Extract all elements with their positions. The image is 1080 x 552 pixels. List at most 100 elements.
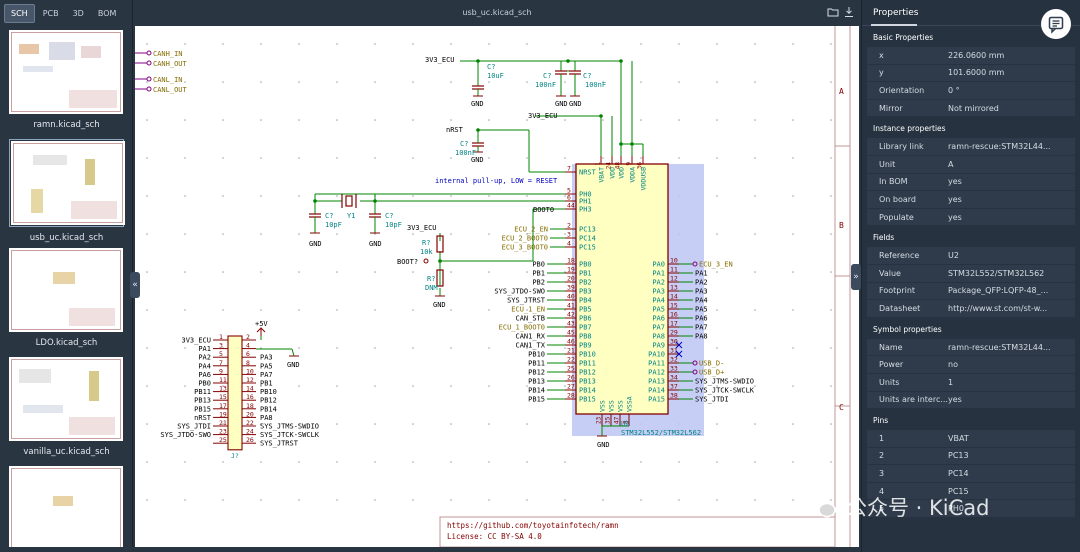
property-value: yes	[948, 177, 962, 187]
property-key: 1	[879, 433, 885, 443]
gnd-label: GND	[471, 100, 484, 108]
net-label: PA8	[260, 414, 273, 422]
collapse-left-icon[interactable]: «	[130, 272, 140, 298]
pin-number: 18	[567, 257, 575, 265]
property-value: http://www.st.com/st-w...	[948, 303, 1048, 313]
pin-number: 17	[219, 402, 227, 410]
net-label: PA1	[198, 345, 211, 353]
tab-bom[interactable]: BOM	[97, 8, 117, 18]
property-key: Library link	[879, 142, 924, 152]
pin-number: 12	[670, 275, 678, 283]
property-key: 4	[879, 486, 885, 496]
cap-ref: C?	[385, 212, 393, 220]
conn-gnd: GND	[287, 361, 300, 369]
pin-number: 21	[219, 419, 227, 427]
net-label: CANL_OUT	[153, 86, 188, 94]
folder-open-icon[interactable]	[827, 6, 839, 18]
sheet-item-vanilla-uc[interactable]: vanilla_uc.kicad_sch	[0, 353, 133, 462]
capacitors	[309, 70, 581, 218]
tab-sch[interactable]: SCH	[4, 3, 35, 23]
pin-number: 10	[246, 367, 254, 375]
pin-number: 35	[605, 416, 612, 424]
property-value: 101.6000 mm	[948, 68, 1005, 78]
pin-number: 41	[567, 302, 575, 310]
cap-ref: C?	[487, 63, 495, 71]
net-label: USB_D+	[699, 369, 724, 377]
cap-value: 10uF	[487, 72, 504, 80]
sheet-item-ramn[interactable]: ramn.kicad_sch	[0, 26, 133, 135]
pin-number: 9	[219, 367, 223, 375]
schematic-sheet[interactable]: A B C https://github.com/toyotainfotech/…	[135, 26, 859, 547]
sheet-item-usb-uc[interactable]: usb_uc.kicad_sch	[0, 135, 133, 244]
pin-number: 12	[246, 376, 254, 384]
property-key: Units	[879, 377, 900, 387]
watermark: 公众号 · KiCad	[808, 492, 990, 522]
sheet-item-ldo[interactable]: LDO.kicad_sch	[0, 244, 133, 353]
pin-name: VDDUSB	[640, 167, 648, 191]
pin-number: 5	[567, 187, 571, 195]
ic-u2-body[interactable]	[575, 163, 669, 415]
property-key: Mirror	[879, 103, 903, 113]
net-label: PA3	[260, 354, 273, 362]
property-value: Not mirrored	[948, 103, 999, 113]
property-row[interactable]: Mirror Not mirrored	[867, 99, 1075, 118]
net-label: PB15	[194, 405, 211, 413]
tab-pcb[interactable]: PCB	[42, 8, 59, 18]
property-key: Populate	[879, 212, 914, 222]
pin-number: 6	[246, 350, 250, 358]
net-label: PB12	[528, 369, 545, 377]
schematic-canvas[interactable]: A B C https://github.com/toyotainfotech/…	[135, 26, 859, 547]
property-row[interactable]: Units are interc...yes	[867, 391, 1075, 410]
net-label: SYS_JTCK-SWCLK	[260, 431, 320, 439]
pin-name: PB11	[579, 360, 596, 368]
pin-number: 3	[219, 342, 223, 350]
chat-button[interactable]	[1041, 9, 1071, 39]
tab-underline	[871, 24, 917, 26]
pin-name: VSS	[608, 400, 616, 412]
resistor-ref: R?	[422, 239, 430, 247]
pin-name: PA1	[652, 270, 665, 278]
download-icon[interactable]	[843, 6, 855, 18]
pin-name: PA2	[652, 279, 665, 287]
collapse-right-icon[interactable]: »	[851, 264, 861, 290]
pin-number: 22	[567, 356, 575, 364]
net-label: PB14	[260, 405, 277, 413]
net-label: USB_D-	[699, 360, 724, 368]
properties-tab[interactable]: Properties	[873, 8, 919, 18]
pin-number: 40	[567, 293, 575, 301]
tab-3d[interactable]: 3D	[72, 8, 84, 18]
pin-number: 27	[567, 383, 575, 391]
sheet-item-5[interactable]	[0, 462, 133, 552]
